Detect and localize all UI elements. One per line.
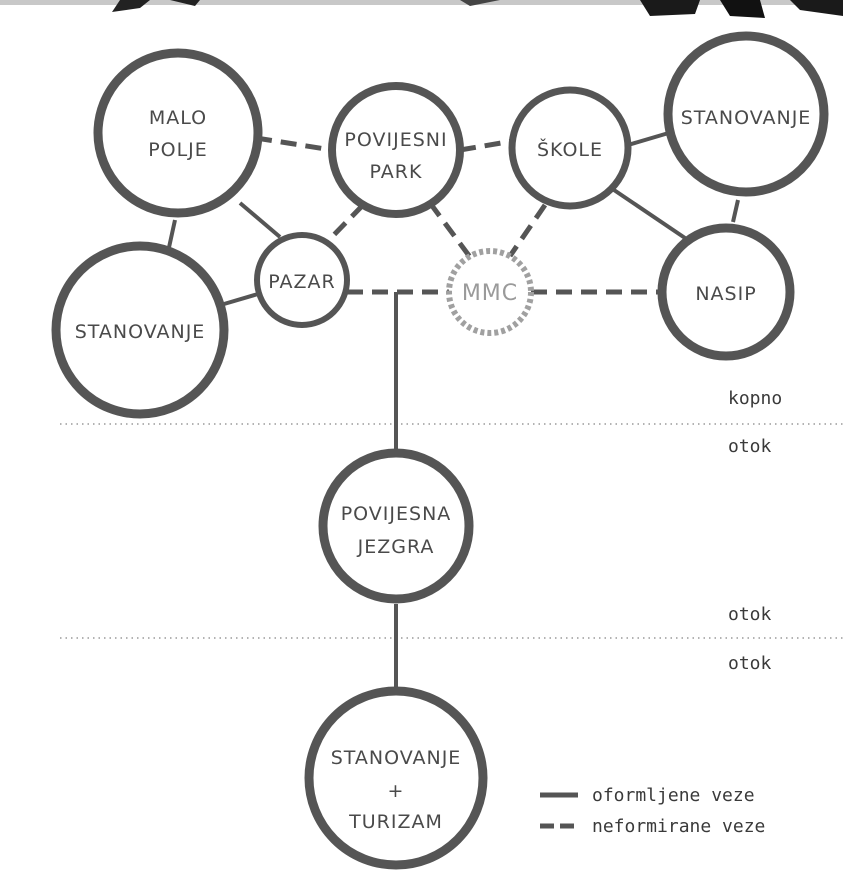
node-label-mmc: MMC [462,281,518,306]
edge-povijesni-park-skole [459,138,514,153]
zone-label-otok-upper: otok [728,436,772,457]
top-edge-decoration [0,0,843,18]
legend: oformljene veze neformirane veze [540,785,765,837]
edge-pazar-stanovanje-w [223,292,259,306]
node-skole: ŠKOLE [508,86,632,210]
zone-label-kopno: kopno [728,388,782,409]
node-stanovanje-ne: STANOVANJE [663,31,829,197]
edge-malo-polje-povijesni-park [255,135,333,153]
connections [166,130,740,688]
edge-skole-nasip [612,188,687,240]
node-label-povijesna: POVIJESNA [341,503,452,525]
edge-malo-polje-pazar [238,201,282,239]
node-pazar: PAZAR [254,232,350,328]
node-label-skole: ŠKOLE [537,137,603,161]
node-povijesni-park: POVIJESNI PARK [328,82,464,218]
node-label-stanovanje-w: STANOVANJE [75,321,206,343]
node-nasip: NASIP [657,223,795,361]
node-mmc: MMC [446,248,534,336]
node-label-malo: MALO [149,107,207,129]
node-stanovanje-w: STANOVANJE [51,241,229,419]
edge-skole-mmc [507,203,548,258]
node-povijesna-jezgra: POVIJESNA JEZGRA [318,448,474,604]
edge-stanovanje-ne-nasip [731,199,740,223]
edge-povijesni-park-mmc [427,201,473,259]
node-label-jezgra: JEZGRA [357,536,435,558]
nodes: MALO POLJE POVIJESNI PARK ŠKOLE STANOVAN… [51,31,829,870]
zone-label-otok-middle: otok [728,604,772,625]
node-label-polje: POLJE [148,139,208,161]
node-label-plus: + [388,780,405,802]
legend-label-formal: oformljene veze [592,785,755,806]
edge-povijesni-park-pazar [324,203,365,245]
node-malo-polje: MALO POLJE [93,48,263,218]
node-label-turizam: TURIZAM [348,811,443,833]
edge-skole-stanovanje-ne [627,130,673,147]
node-label-stanovanje: STANOVANJE [331,747,462,769]
node-label-stanovanje-ne: STANOVANJE [681,107,812,129]
node-label-nasip: NASIP [695,283,756,305]
node-label-pazar: PAZAR [268,271,335,293]
node-label-povijesni: POVIJESNI [344,129,447,151]
node-stanovanje-turizam: STANOVANJE + TURIZAM [304,686,488,870]
node-label-park: PARK [370,161,423,183]
legend-label-informal: neformirane veze [592,816,765,837]
zone-label-otok-lower: otok [728,653,772,674]
